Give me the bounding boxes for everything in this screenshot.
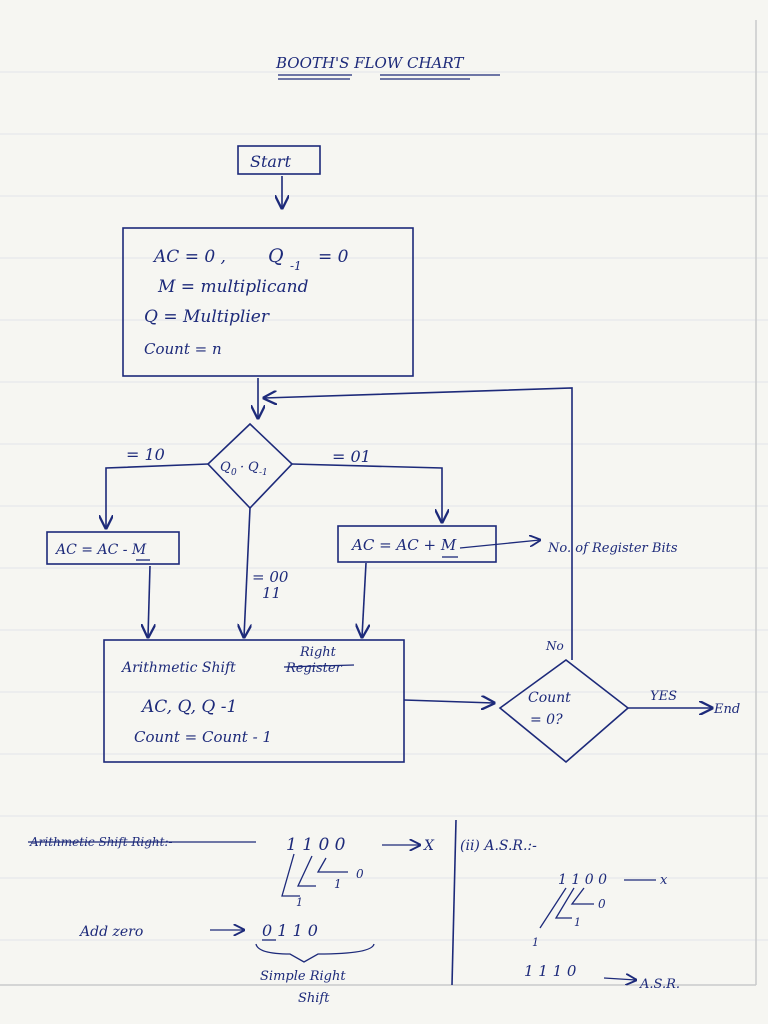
asr-bits: 1 1 0 0 (558, 872, 607, 888)
shift-count: Count = Count - 1 (134, 728, 272, 746)
yes-label: YES (650, 689, 677, 704)
no-label: No (545, 639, 564, 653)
ruled-lines (0, 71, 768, 941)
bits-row: 1 1 0 0 (286, 835, 346, 855)
decision-q0: Q (220, 460, 231, 475)
bit-low: 1 (296, 896, 303, 909)
branch-left-line (106, 463, 209, 528)
branch-middle-bottom: 11 (262, 584, 281, 602)
brace-label-2: Shift (298, 991, 330, 1006)
init-q-sub: -1 (290, 259, 302, 273)
count-label-1: Count (528, 690, 571, 706)
arrow-add-to-shift (362, 562, 366, 637)
shift-title-struck: Register (285, 661, 343, 676)
asr-bit-arrows (539, 887, 594, 929)
shifted-bits: 0 1 1 0 (262, 921, 318, 940)
count-diamond (498, 658, 630, 764)
branch-right-line (291, 463, 442, 522)
notes-divider (451, 819, 457, 986)
asr-zero: 0 (598, 897, 606, 911)
shift-strike (283, 664, 355, 668)
init-q-value: = 0 (318, 247, 349, 267)
start-label: Start (250, 152, 292, 171)
bit-zero: 0 (356, 867, 364, 881)
arrow-shift-to-count (403, 700, 494, 703)
title-underline (278, 74, 500, 80)
branch-left-label: = 10 (126, 445, 165, 464)
bit-one: 1 (334, 877, 342, 891)
shift-box (103, 639, 405, 763)
register-note: No. of Register Bits (547, 541, 678, 556)
init-ac: AC = 0 , (152, 247, 226, 267)
shift-title-insert: Right (299, 645, 337, 660)
decision-q1-sub: -1 (259, 468, 268, 478)
shift-bit-arrows (281, 853, 348, 897)
subtract-label: AC = AC - M (54, 542, 147, 558)
arrow-subtract-to-shift (148, 565, 150, 637)
add-zero-label: Add zero (78, 924, 143, 940)
asr-heading: (ii) A.S.R.:- (460, 838, 537, 854)
shift-title: Arithmetic Shift (120, 660, 236, 676)
asr-one-a: 1 (574, 916, 581, 929)
asr-result: 1 1 1 0 (524, 962, 577, 980)
subtract-box (46, 531, 180, 565)
shift-brace (255, 943, 375, 963)
asr-result-arrow (603, 978, 636, 980)
arrow-to-register-note (459, 540, 540, 549)
init-box (122, 227, 414, 377)
asr-one-b: 1 (532, 936, 539, 949)
decision-q0-sub: 0 (231, 468, 237, 478)
init-count: Count = n (144, 340, 222, 358)
add-label: AC = AC + M (350, 536, 457, 554)
page-title: BOOTH'S FLOW CHART (275, 54, 464, 72)
start-box (237, 145, 321, 175)
asr-x: x (660, 873, 668, 888)
init-q: Q (268, 245, 284, 267)
decision-dot: · (240, 460, 244, 475)
init-q-multiplier: Q = Multiplier (144, 307, 270, 327)
end-label: End (713, 702, 740, 717)
asr-label: A.S.R. (639, 977, 680, 992)
branch-middle-line (244, 507, 250, 637)
decision-q1: Q (248, 460, 259, 475)
count-label-2: = 0? (530, 712, 563, 728)
branch-right-label: = 01 (332, 447, 371, 466)
shift-registers: AC, Q, Q -1 (140, 697, 237, 717)
init-m: M = multiplicand (157, 277, 309, 297)
branch-middle-top: = 00 (252, 568, 289, 586)
brace-label-1: Simple Right (260, 969, 346, 984)
x-mark: X (423, 838, 435, 854)
loop-back-line (264, 387, 573, 660)
